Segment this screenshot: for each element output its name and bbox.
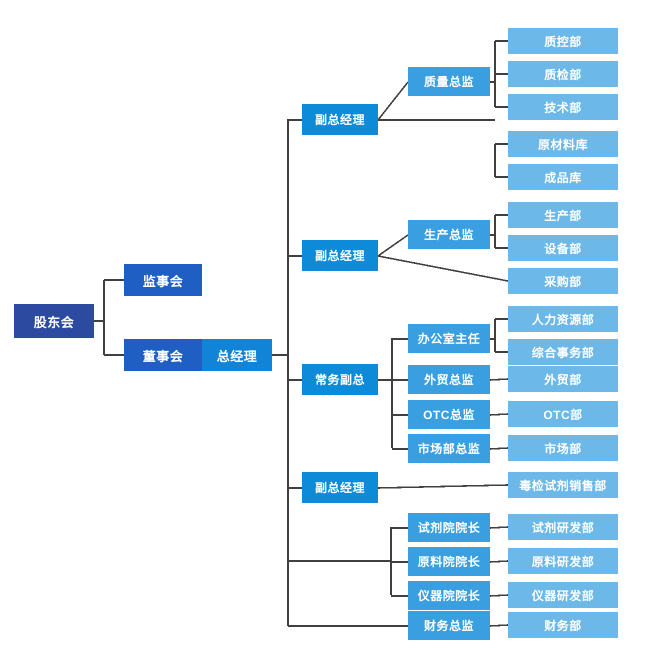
connector-n27-n28 — [377, 484, 509, 489]
org-node-n2[interactable]: 监事会 — [124, 264, 202, 296]
org-node-n14[interactable]: 生产部 — [508, 202, 618, 228]
org-node-n31[interactable]: 原料院院长 — [408, 547, 490, 576]
org-node-n12[interactable]: 副总经理 — [302, 240, 378, 271]
connector-n25-n26 — [489, 447, 509, 450]
org-node-n8[interactable]: 质检部 — [508, 61, 618, 87]
org-node-n29[interactable]: 试剂院院长 — [408, 513, 490, 542]
connector-vp2-production — [377, 234, 409, 257]
connector-n31-n32 — [489, 560, 509, 563]
org-node-n4[interactable]: 总经理 — [202, 339, 272, 371]
connector-n33-n34 — [489, 594, 509, 597]
org-node-n7[interactable]: 质控部 — [508, 28, 618, 54]
org-node-n1[interactable]: 股东会 — [14, 304, 94, 338]
org-node-n15[interactable]: 设备部 — [508, 235, 618, 261]
connector-n23-n24 — [489, 413, 509, 416]
org-node-n23[interactable]: OTC总监 — [408, 400, 490, 429]
org-node-n20[interactable]: 综合事务部 — [508, 339, 618, 365]
org-node-n6[interactable]: 质量总监 — [408, 67, 490, 96]
connector-n29-n30 — [489, 526, 509, 529]
org-node-n28[interactable]: 毒检试剂销售部 — [508, 472, 618, 498]
org-node-n16[interactable]: 采购部 — [508, 268, 618, 294]
connector-vp2-purchasing — [377, 255, 509, 282]
org-node-n5[interactable]: 副总经理 — [302, 104, 378, 135]
org-node-n25[interactable]: 市场部总监 — [408, 434, 490, 463]
org-node-n26[interactable]: 市场部 — [508, 435, 618, 461]
org-node-n3[interactable]: 董事会 — [124, 339, 202, 371]
org-node-n24[interactable]: OTC部 — [508, 401, 618, 427]
org-node-n17[interactable]: 常务副总 — [302, 364, 378, 395]
org-node-n11[interactable]: 成品库 — [508, 164, 618, 190]
org-node-n21[interactable]: 外贸总监 — [408, 365, 490, 394]
org-node-n22[interactable]: 外贸部 — [508, 366, 618, 392]
connector-n35-n36 — [489, 624, 509, 627]
org-node-n27[interactable]: 副总经理 — [302, 472, 378, 503]
org-node-n32[interactable]: 原料研发部 — [508, 548, 618, 574]
org-node-n9[interactable]: 技术部 — [508, 94, 618, 120]
org-node-n34[interactable]: 仪器研发部 — [508, 582, 618, 608]
org-node-n33[interactable]: 仪器院院长 — [408, 581, 490, 610]
org-node-n18[interactable]: 办公室主任 — [408, 324, 490, 353]
connector-n21-n22 — [489, 378, 509, 381]
org-node-n30[interactable]: 试剂研发部 — [508, 514, 618, 540]
connector-vp1-quality — [377, 81, 409, 121]
org-node-n35[interactable]: 财务总监 — [408, 611, 490, 640]
org-node-n36[interactable]: 财务部 — [508, 612, 618, 638]
org-node-n10[interactable]: 原材料库 — [508, 131, 618, 157]
org-node-n19[interactable]: 人力资源部 — [508, 306, 618, 332]
org-node-n13[interactable]: 生产总监 — [408, 220, 490, 249]
